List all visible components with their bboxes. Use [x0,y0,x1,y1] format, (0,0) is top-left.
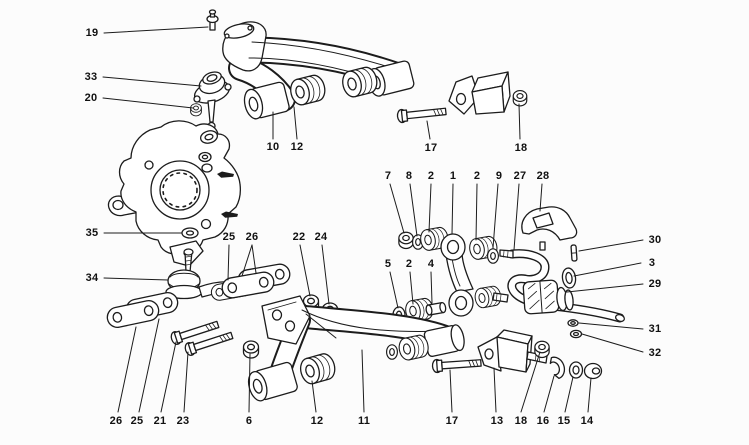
callout-17-upper: 17 [424,142,438,154]
callout-34: 34 [85,272,99,284]
callout-4: 4 [427,258,435,270]
callout-5: 5 [384,258,392,270]
callout-26-upper: 26 [245,231,259,243]
callout-30: 30 [648,234,662,246]
callout-31: 31 [648,323,662,335]
steering-knuckle [107,120,242,267]
callout-25-lower: 25 [130,415,144,427]
callout-15: 15 [557,415,571,427]
callout-17-lower: 17 [445,415,459,427]
callout-18-lower: 18 [514,415,528,427]
callout-11: 11 [357,415,371,427]
callout-35: 35 [85,227,99,239]
callout-16: 16 [536,415,550,427]
callout-33: 33 [84,71,98,83]
drop-link-assembly [392,225,509,324]
callout-13: 13 [490,415,504,427]
callout-21: 21 [153,415,167,427]
callout-7: 7 [384,170,392,182]
callout-1: 1 [449,170,457,182]
clevis-bracket-assembly [431,329,603,380]
upper-wishbone [222,21,415,120]
callout-25-upper: 25 [222,231,236,243]
callout-18-upper: 18 [514,142,528,154]
callout-12-upper: 12 [290,141,304,153]
grease-fitting [206,9,219,31]
callout-2c: 2 [405,258,413,270]
lower-ball-joint [165,227,237,300]
anti-roll-bar [499,249,626,323]
callout-28: 28 [536,170,550,182]
callout-27: 27 [513,170,527,182]
callout-9: 9 [495,170,503,182]
bar-clamp-assembly [521,206,583,339]
callout-26-lower: 26 [109,415,123,427]
callout-8: 8 [405,170,413,182]
callout-2b: 2 [473,170,481,182]
leader-lines [102,26,644,413]
callout-3: 3 [648,257,656,269]
callout-23: 23 [176,415,190,427]
chassis-bracket-assembly [396,71,528,124]
callout-10-upper: 10 [266,141,280,153]
callout-22: 22 [292,231,306,243]
callout-20: 20 [84,92,98,104]
callout-19: 19 [85,27,99,39]
callout-24: 24 [314,231,328,243]
callout-29: 29 [648,278,662,290]
callout-12-lower: 12 [310,415,324,427]
upper-ball-joint [190,71,232,131]
lower-wishbone [242,295,465,402]
callout-2a: 2 [427,170,435,182]
callout-14: 14 [580,415,594,427]
callout-6: 6 [245,415,253,427]
callout-32: 32 [648,347,662,359]
